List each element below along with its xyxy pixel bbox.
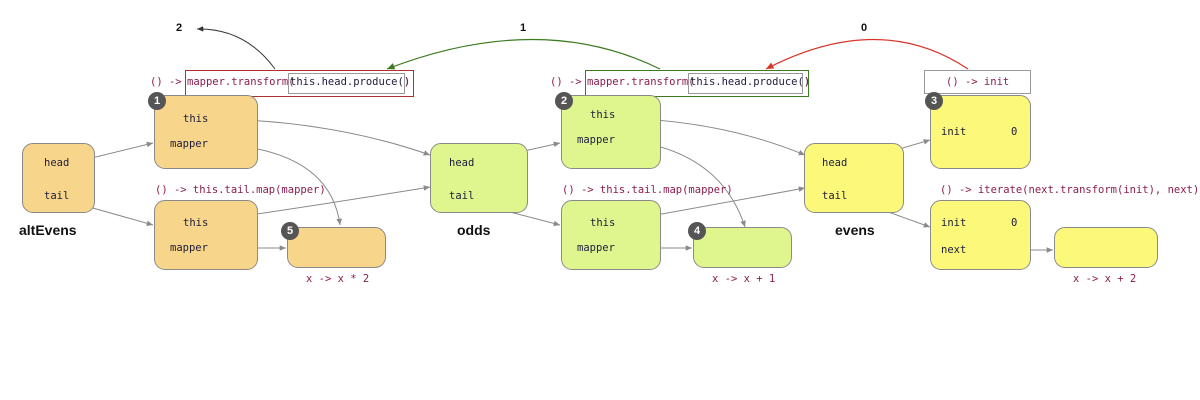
step-number-1: 1 (520, 22, 527, 34)
function-box-5 (287, 227, 386, 268)
code-odds-produce: this.head.produce() (690, 76, 811, 88)
field-init: init (941, 126, 967, 138)
field-tail: tail (449, 190, 475, 202)
value-init-top: 0 (1011, 126, 1018, 138)
evens-node (804, 143, 904, 213)
step-number-0: 0 (861, 22, 868, 34)
frame-odds-produce (688, 73, 803, 94)
field-head: head (822, 157, 848, 169)
step-badge-2: 2 (555, 92, 573, 110)
tail-supplier-box-alt (154, 200, 258, 270)
code-fn-plus-1: x -> x + 1 (712, 273, 776, 285)
arrow-step-2 (196, 26, 276, 70)
field-init: init (941, 217, 967, 229)
code-alt-produce: this.head.produce() (290, 76, 411, 88)
field-mapper: mapper (577, 134, 615, 146)
field-mapper: mapper (170, 242, 208, 254)
lambda-prefix-alt: () -> (150, 76, 182, 88)
step-badge-4: 4 (688, 222, 706, 240)
field-tail: tail (822, 190, 848, 202)
step-badge-5: 5 (281, 222, 299, 240)
field-next: next (941, 244, 967, 256)
field-this: this (590, 109, 616, 121)
frame-odds-transform (585, 70, 809, 97)
step-number-2: 2 (176, 22, 183, 34)
alt-evens-node (22, 143, 95, 213)
field-head: head (44, 157, 70, 169)
code-alt-transform: mapper.transform( (187, 76, 295, 88)
code-iterate-lambda: () -> iterate(next.transform(init), next… (940, 184, 1200, 196)
code-odds-transform: mapper.transform( (587, 76, 695, 88)
frame-alt-transform (185, 70, 414, 97)
code-tail-map-alt: () -> this.tail.map(mapper) (155, 184, 326, 196)
field-head: head (449, 157, 475, 169)
tail-supplier-box-odds (561, 200, 661, 270)
init-supplier-box-3 (930, 95, 1031, 169)
lambda-prefix-odds: () -> (550, 76, 582, 88)
function-box-4 (693, 227, 792, 268)
function-box-plus-2 (1054, 227, 1158, 268)
arrow-step-1 (386, 38, 661, 70)
frame-alt-produce (288, 73, 405, 94)
iterate-supplier-box (930, 200, 1031, 270)
value-init-bottom: 0 (1011, 217, 1018, 229)
code-alt-close: ) (404, 76, 411, 88)
label-alt-evens: altEvens (19, 222, 77, 238)
frame-init-lambda (924, 70, 1031, 94)
step-badge-1: 1 (148, 92, 166, 110)
field-mapper: mapper (170, 138, 208, 150)
head-supplier-box-1 (154, 95, 258, 169)
code-tail-map-odds: () -> this.tail.map(mapper) (562, 184, 733, 196)
code-fn-times-2: x -> x * 2 (306, 273, 370, 285)
field-mapper: mapper (577, 242, 615, 254)
step-badge-3: 3 (925, 92, 943, 110)
arrow-step-0 (765, 39, 969, 70)
field-tail: tail (44, 190, 70, 202)
head-supplier-box-2 (561, 95, 661, 169)
field-this: this (183, 217, 209, 229)
odds-node (430, 143, 528, 213)
label-odds: odds (457, 222, 491, 238)
field-this: this (183, 113, 209, 125)
code-odds-close: ) (804, 76, 811, 88)
code-fn-plus-2: x -> x + 2 (1073, 273, 1137, 285)
label-evens: evens (835, 222, 875, 238)
code-init-lambda: () -> init (946, 76, 1010, 88)
field-this: this (590, 217, 616, 229)
